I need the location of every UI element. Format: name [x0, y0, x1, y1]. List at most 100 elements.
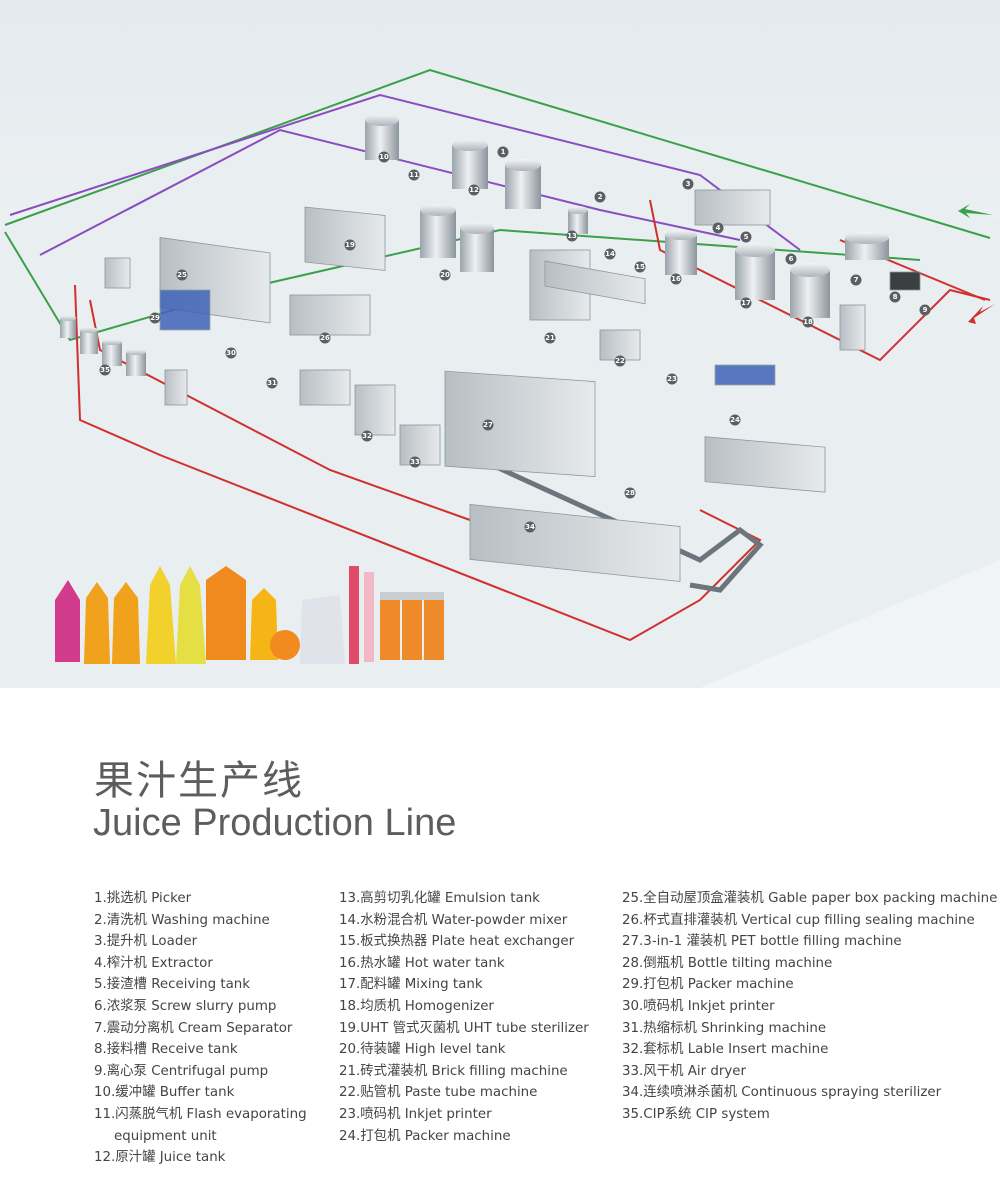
legend-item: 11.闪蒸脱气机 Flash evaporating — [94, 1106, 307, 1122]
badge-number: 18 — [803, 318, 813, 326]
badge-circle — [99, 364, 111, 376]
badge-circle — [225, 347, 237, 359]
legend-item: 25.全自动屋顶盒灌装机 Gable paper box packing mac… — [622, 891, 998, 906]
badge-number: 35 — [100, 366, 110, 374]
equipment-badge-14: 14 — [604, 248, 616, 260]
badge-circle — [497, 146, 509, 158]
badge-number: 3 — [686, 180, 691, 188]
equipment-badge-9: 9 — [919, 304, 931, 316]
equipment-badge-27: 27 — [482, 419, 494, 431]
badge-number: 25 — [177, 271, 187, 279]
badge-circle — [634, 261, 646, 273]
machines — [104, 189, 921, 582]
equipment-badge-15: 15 — [634, 261, 646, 273]
badge-circle — [740, 297, 752, 309]
legend-item: 33.风干机 Air dryer — [622, 1063, 747, 1079]
legend-column-3: 25.全自动屋顶盒灌装机 Gable paper box packing mac… — [622, 888, 997, 1126]
cip-pipe — [4, 68, 991, 239]
equipment-badge-22: 22 — [614, 355, 626, 367]
badge-number: 6 — [789, 255, 794, 263]
tank — [80, 327, 98, 354]
equipment-badge-21: 21 — [544, 332, 556, 344]
legend-item: 1.挑选机 Picker — [94, 891, 192, 906]
equipment-badge-34: 34 — [524, 521, 536, 533]
equipment-badge-32: 32 — [361, 430, 373, 442]
product-can — [380, 600, 400, 660]
badge-number: 27 — [483, 421, 493, 429]
product-bottle — [84, 582, 110, 664]
machine — [889, 271, 921, 291]
tank — [568, 206, 588, 234]
product-fruit — [270, 630, 300, 660]
equipment-badge-29: 29 — [149, 312, 161, 324]
product-tube — [364, 572, 374, 662]
badge-number: 13 — [567, 232, 577, 240]
badge-circle — [850, 274, 862, 286]
outflow-arrow-icon — [968, 304, 995, 324]
badge-circle — [566, 230, 578, 242]
badge-circle — [740, 231, 752, 243]
tank — [452, 139, 488, 189]
machine — [444, 370, 596, 478]
badge-circle — [266, 377, 278, 389]
tank — [735, 243, 775, 300]
legend-item: 12.原汁罐 Juice tank — [94, 1150, 226, 1166]
hot-pipe — [74, 284, 762, 642]
badge-number: 32 — [362, 432, 372, 440]
badge-circle — [785, 253, 797, 265]
badge-circle — [409, 456, 421, 468]
legend-item: 31.热缩标机 Shrinking machine — [622, 1020, 827, 1036]
badge-number: 23 — [667, 375, 677, 383]
legend-item: 22.贴管机 Paste tube machine — [339, 1085, 538, 1101]
product-bottle — [55, 580, 80, 662]
badge-circle — [524, 521, 536, 533]
badge-circle — [712, 222, 724, 234]
legend-item: 3.提升机 Loader — [94, 934, 198, 950]
equipment-badge-1: 1 — [497, 146, 509, 158]
badge-number: 34 — [525, 523, 535, 531]
legend-item: 4.榨汁机 Extractor — [94, 955, 213, 971]
page-title-chinese: 果汁生产线 — [94, 758, 304, 804]
machine — [164, 369, 188, 406]
equipment-badge-33: 33 — [409, 456, 421, 468]
inflow-arrow-icon — [958, 204, 993, 218]
badge-circle — [919, 304, 931, 316]
legend-item: 10.缓冲罐 Buffer tank — [94, 1085, 235, 1101]
equipment-badge-6: 6 — [785, 253, 797, 265]
badge-number: 9 — [923, 306, 928, 314]
badge-circle — [361, 430, 373, 442]
machine — [104, 257, 131, 289]
steam-pipe — [39, 128, 741, 256]
machine — [694, 189, 771, 226]
machine — [704, 436, 826, 493]
badge-number: 7 — [854, 276, 859, 284]
legend-item: 14.水粉混合机 Water-powder mixer — [339, 912, 568, 928]
legend-item: 27.3-in-1 灌装机 PET bottle filling machine — [622, 934, 902, 950]
legend-item: 20.待装罐 High level tank — [339, 1042, 506, 1058]
badge-circle — [624, 487, 636, 499]
legend-item: 34.连续喷淋杀菌机 Continuous spraying sterilize… — [622, 1085, 942, 1101]
badge-circle — [614, 355, 626, 367]
badge-circle — [408, 169, 420, 181]
legend-item: 35.CIP系统 CIP system — [622, 1106, 770, 1122]
equipment-badge-18: 18 — [802, 316, 814, 328]
equipment-badge-16: 16 — [670, 273, 682, 285]
equipment-badge-10: 10 — [378, 151, 390, 163]
machine — [544, 260, 646, 305]
badge-number: 28 — [625, 489, 635, 497]
badge-circle — [319, 332, 331, 344]
badge-circle — [482, 419, 494, 431]
legend-item: 9.离心泵 Centrifugal pump — [94, 1063, 269, 1079]
legend-item: 30.喷码机 Inkjet printer — [622, 998, 775, 1014]
legend-item: 16.热水罐 Hot water tank — [339, 955, 505, 971]
machine — [354, 384, 396, 436]
hot-pipe — [649, 199, 991, 362]
tank — [102, 339, 122, 366]
legend-item: 19.UHT 管式灭菌机 UHT tube sterilizer — [339, 1020, 589, 1036]
equipment-badge-5: 5 — [740, 231, 752, 243]
product-bottle — [146, 566, 176, 664]
badge-number: 20 — [440, 271, 450, 279]
badge-circle — [468, 184, 480, 196]
badge-number: 26 — [320, 334, 330, 342]
